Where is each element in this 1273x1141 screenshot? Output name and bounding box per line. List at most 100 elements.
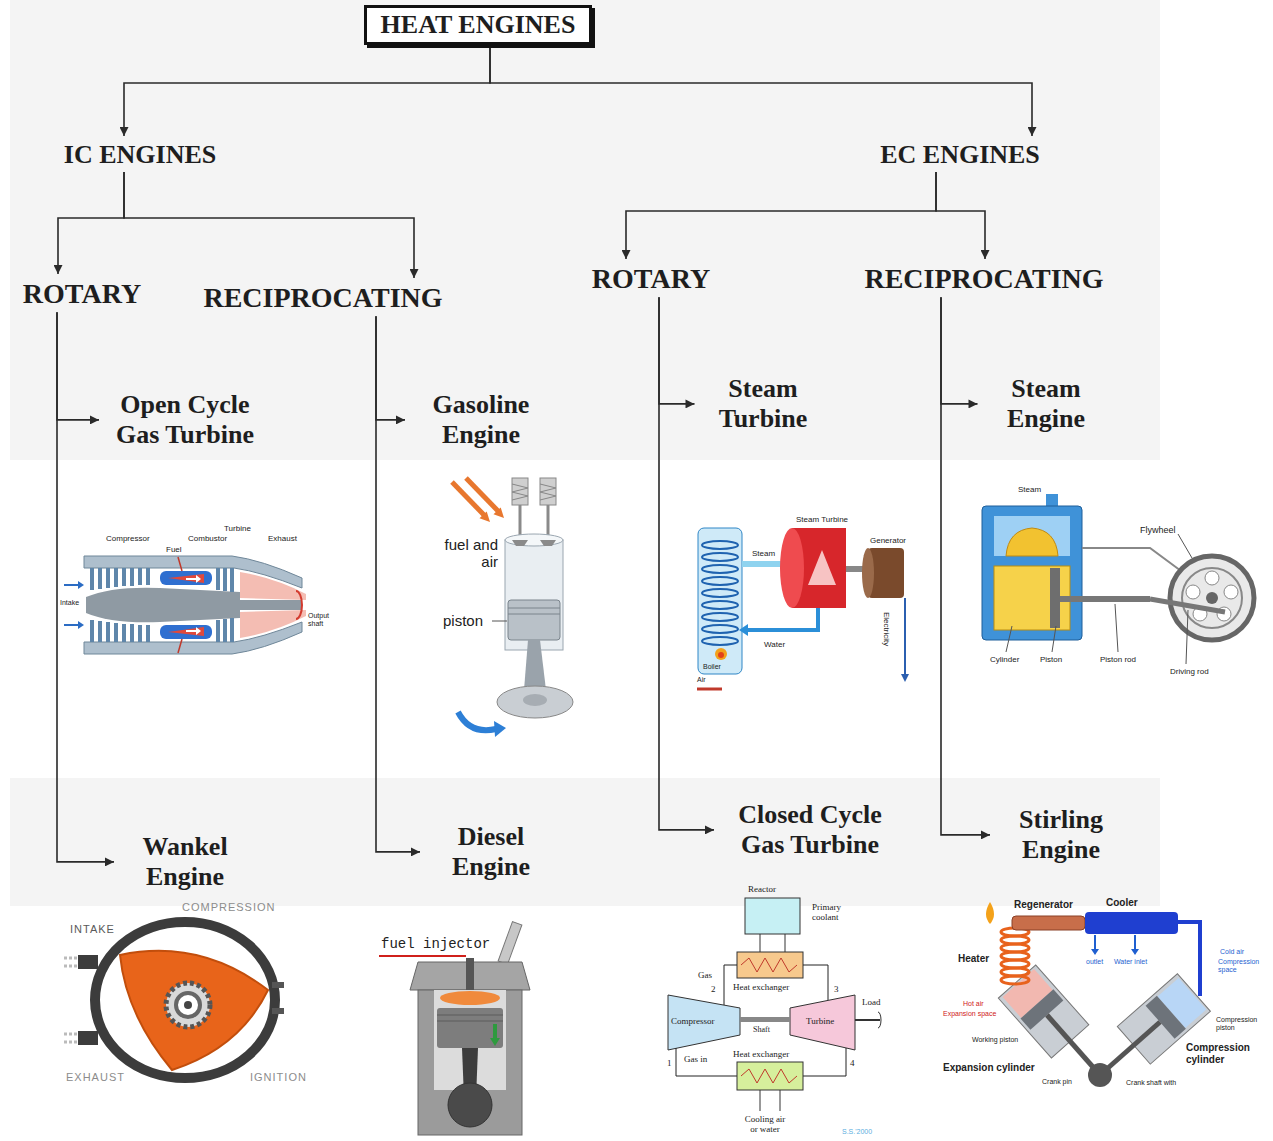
- closed-cycle-schematic: [855, 1019, 880, 1021]
- stirling-engine-illustration: [1001, 976, 1029, 984]
- steam-turbine-illustration: [780, 528, 804, 608]
- diesel-engine-illustration: [379, 922, 530, 1135]
- gas-turbine-illustration: [138, 568, 142, 585]
- part-label: COMPRESSION: [182, 901, 276, 914]
- closed-cycle-schematic: [790, 995, 855, 1050]
- steam-turbine-illustration: [746, 608, 818, 630]
- gasoline-engine-illustration: [492, 621, 507, 622]
- wankel-engine-illustration: [120, 951, 268, 1070]
- part-label: Turbine: [806, 1016, 834, 1026]
- steam-engine-illustration: [1205, 571, 1219, 585]
- tree-connector: [124, 45, 490, 136]
- steam-turbine-illustration: [904, 598, 906, 676]
- tree-connector: [659, 297, 714, 830]
- gas-turbine-illustration: [114, 568, 118, 587]
- gasoline-engine-illustration: [540, 484, 556, 500]
- node-text: RECIPROCATING: [864, 263, 1103, 295]
- part-label: Flywheel: [1140, 525, 1176, 535]
- gas-turbine-illustration: [64, 624, 78, 626]
- part-label: 1: [667, 1058, 672, 1068]
- diesel-engine-illustration: [437, 1021, 503, 1022]
- stirling-engine-illustration: [1134, 935, 1136, 950]
- gasoline-engine-illustration: [512, 478, 528, 505]
- diesel-engine-illustration: [440, 991, 500, 1005]
- gas-turbine-illustration: [240, 600, 302, 610]
- gas-turbine-illustration: [168, 574, 204, 583]
- wankel-engine-illustration: [64, 965, 78, 968]
- node-text: ROTARY: [23, 278, 141, 310]
- tree-connector: [124, 172, 414, 278]
- steam-turbine-illustration: [697, 688, 722, 691]
- wankel-engine-illustration: [78, 955, 98, 969]
- steam-turbine-illustration: [742, 561, 784, 567]
- steam-engine-illustration: [1115, 604, 1118, 652]
- part-label: Load: [862, 997, 881, 1007]
- closed-cycle-schematic: [803, 1048, 846, 1076]
- part-label: Water: [764, 640, 785, 649]
- gas-turbine-illustration: [98, 568, 102, 589]
- gasoline-engine-illustration: [523, 694, 547, 706]
- gasoline-engine-illustration: [512, 484, 528, 500]
- gas-turbine-illustration: [296, 591, 302, 619]
- part-label: Expansion cylinder: [943, 1062, 1035, 1074]
- part-label: Fuel: [166, 545, 182, 554]
- diesel-engine-illustration: [448, 1083, 492, 1127]
- part-label: Output shaft: [308, 612, 334, 628]
- tree-connector: [58, 172, 124, 274]
- steam-engine-illustration: [982, 494, 1254, 664]
- category-heading: IC ENGINES: [60, 138, 220, 172]
- part-label: fuel and air: [438, 536, 498, 571]
- diesel-engine-illustration: [498, 922, 522, 965]
- part-label: Turbine: [224, 524, 251, 533]
- part-label: Intake: [60, 599, 79, 607]
- part-label: Compressor: [671, 1016, 715, 1026]
- stirling-engine-illustration: [1100, 1022, 1160, 1075]
- wankel-engine-illustration: [272, 982, 284, 988]
- background-panel: [10, 0, 1160, 460]
- background-panel: [10, 0, 1160, 906]
- steam-engine-illustration: [1178, 534, 1192, 558]
- steam-engine-illustration: [1006, 626, 1012, 652]
- subcategory-heading: ROTARY: [19, 276, 145, 312]
- gas-turbine-illustration: [84, 605, 306, 654]
- subcategory-heading: RECIPROCATING: [860, 261, 1107, 297]
- tree-connector: [941, 297, 990, 835]
- steam-engine-illustration: [1182, 568, 1242, 628]
- steam-turbine-illustration: [901, 674, 909, 682]
- engine-type: Closed Cycle Gas Turbine: [716, 798, 904, 862]
- part-label: Steam: [1018, 485, 1041, 494]
- part-label: Piston: [1040, 655, 1062, 664]
- steam-engine-illustration: [1170, 556, 1254, 640]
- part-label: Combustor: [188, 534, 227, 543]
- part-label: Exhaust: [268, 534, 297, 543]
- steam-turbine-illustration: [862, 548, 874, 598]
- steam-engine-illustration: [1186, 610, 1188, 664]
- stirling-engine-illustration: [1094, 935, 1096, 950]
- steam-engine-illustration: [1050, 568, 1060, 628]
- gas-turbine-illustration: [78, 621, 84, 629]
- part-label: Crank shaft with: [1126, 1079, 1176, 1087]
- wankel-engine-illustration: [64, 922, 284, 1078]
- part-label: Generator: [870, 536, 906, 545]
- gasoline-engine-illustration: [505, 540, 563, 650]
- tree-connector: [57, 312, 99, 420]
- gas-turbine-illustration: [223, 568, 227, 591]
- gas-turbine-illustration: [84, 556, 306, 605]
- part-label: Compression cylinder: [1186, 1042, 1258, 1065]
- subcategory-heading: ROTARY: [588, 261, 714, 297]
- tree-connector: [57, 312, 114, 862]
- steam-turbine-illustration: [702, 637, 738, 645]
- tree-connector: [376, 316, 420, 852]
- closed-cycle-schematic: [760, 1090, 761, 1111]
- stirling-engine-illustration: [1091, 949, 1099, 955]
- part-label: fuel injector: [381, 936, 490, 952]
- engine-type: Diesel Engine: [422, 820, 560, 884]
- gas-turbine-illustration: [64, 584, 78, 586]
- part-label: Gas in: [684, 1054, 707, 1064]
- closed-cycle-schematic: [878, 1012, 881, 1028]
- closed-cycle-schematic: [745, 898, 800, 934]
- root-box: HEAT ENGINES: [364, 5, 593, 45]
- stirling-engine-illustration: [1047, 1015, 1100, 1075]
- gas-turbine-illustration: [106, 568, 110, 588]
- part-label: 4: [850, 1058, 855, 1068]
